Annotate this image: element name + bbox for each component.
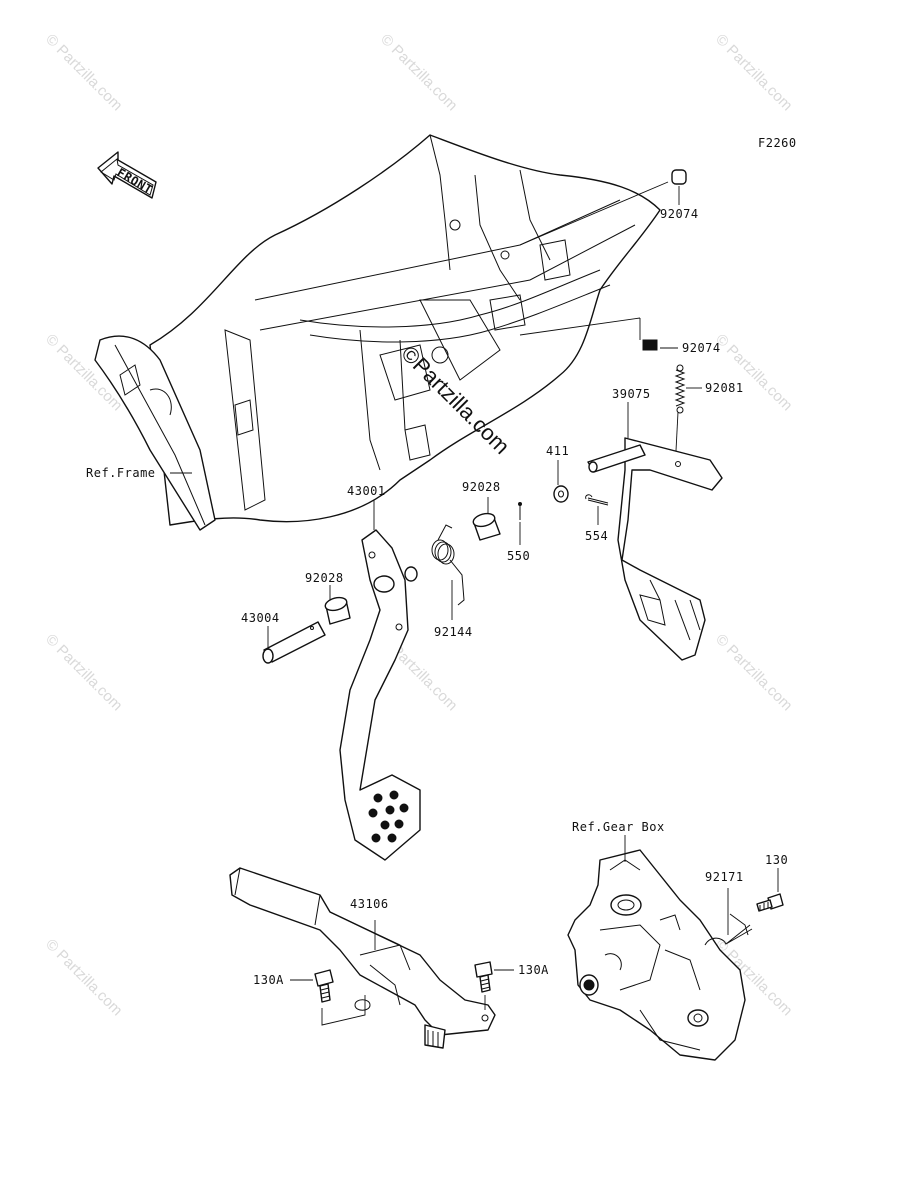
label-92074-top: 92074 xyxy=(660,207,699,221)
label-92081: 92081 xyxy=(705,381,744,395)
leader-92074-mid-frame xyxy=(519,317,641,340)
bushing-92028-left xyxy=(324,596,351,625)
bolt-130 xyxy=(756,893,784,912)
bolt-130A-left xyxy=(314,969,334,1003)
watermark: © Partzilla.com xyxy=(377,31,460,114)
label-43004: 43004 xyxy=(241,611,280,625)
accelerator-pedal-39075 xyxy=(587,437,723,661)
watermark: © Partzilla.com xyxy=(42,31,125,114)
label-130A-left: 130A xyxy=(253,973,284,987)
label-130: 130 xyxy=(765,853,788,867)
washer-411 xyxy=(553,485,569,503)
parking-brake-lever-43106 xyxy=(229,867,496,1049)
cap-92074-top xyxy=(671,169,687,185)
label-130A-right: 130A xyxy=(518,963,549,977)
frame-assembly xyxy=(94,134,661,531)
label-43001: 43001 xyxy=(347,484,386,498)
bolt-130A-right xyxy=(474,961,493,993)
brake-pedal-43001 xyxy=(339,529,421,861)
leader-130A-left-down xyxy=(321,995,366,1026)
figure-code: F2260 xyxy=(758,136,797,150)
watermark: © Partzilla.com xyxy=(712,631,795,714)
label-39075: 39075 xyxy=(612,387,651,401)
label-92028-left: 92028 xyxy=(305,571,344,585)
ref-frame: Ref.Frame xyxy=(86,466,156,480)
label-43106: 43106 xyxy=(350,897,389,911)
label-92028-right: 92028 xyxy=(462,480,501,494)
cotter-pin-554 xyxy=(585,494,609,506)
ref-gear-box: Ref.Gear Box xyxy=(572,820,665,834)
watermark: © Partzilla.com xyxy=(712,331,795,414)
spring-92081 xyxy=(674,364,686,414)
label-411: 411 xyxy=(546,444,569,458)
label-92171: 92171 xyxy=(705,870,744,884)
label-92074-mid: 92074 xyxy=(682,341,721,355)
gear-box-assembly xyxy=(567,849,746,1061)
pin-550 xyxy=(518,502,522,520)
clip-92171 xyxy=(704,913,753,946)
watermark: © Partzilla.com xyxy=(42,631,125,714)
label-554: 554 xyxy=(585,529,608,543)
bushing-92028-right xyxy=(472,512,501,541)
watermark: © Partzilla.com xyxy=(712,31,795,114)
cap-92074-mid xyxy=(642,339,658,351)
pin-43004 xyxy=(262,621,326,664)
spring-92144 xyxy=(431,524,465,606)
leader-92074-top-frame xyxy=(519,181,669,246)
label-550: 550 xyxy=(507,549,530,563)
label-92144: 92144 xyxy=(434,625,473,639)
watermark: © Partzilla.com xyxy=(42,936,125,1019)
front-arrow-icon: FRONT xyxy=(97,151,157,199)
